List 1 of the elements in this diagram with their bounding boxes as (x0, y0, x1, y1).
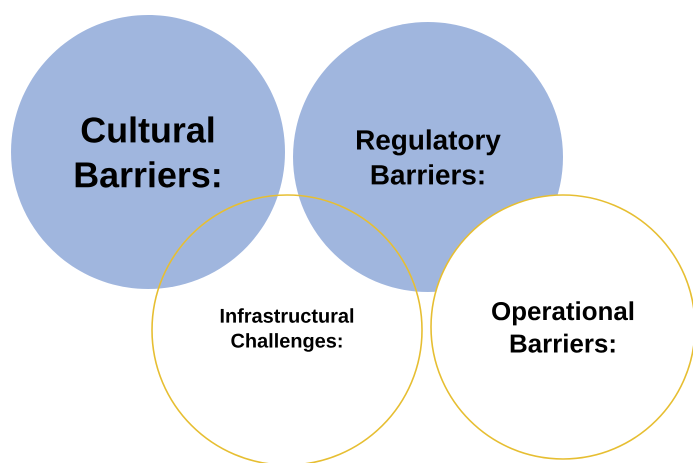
node-label: Operational Barriers: (492, 301, 634, 353)
